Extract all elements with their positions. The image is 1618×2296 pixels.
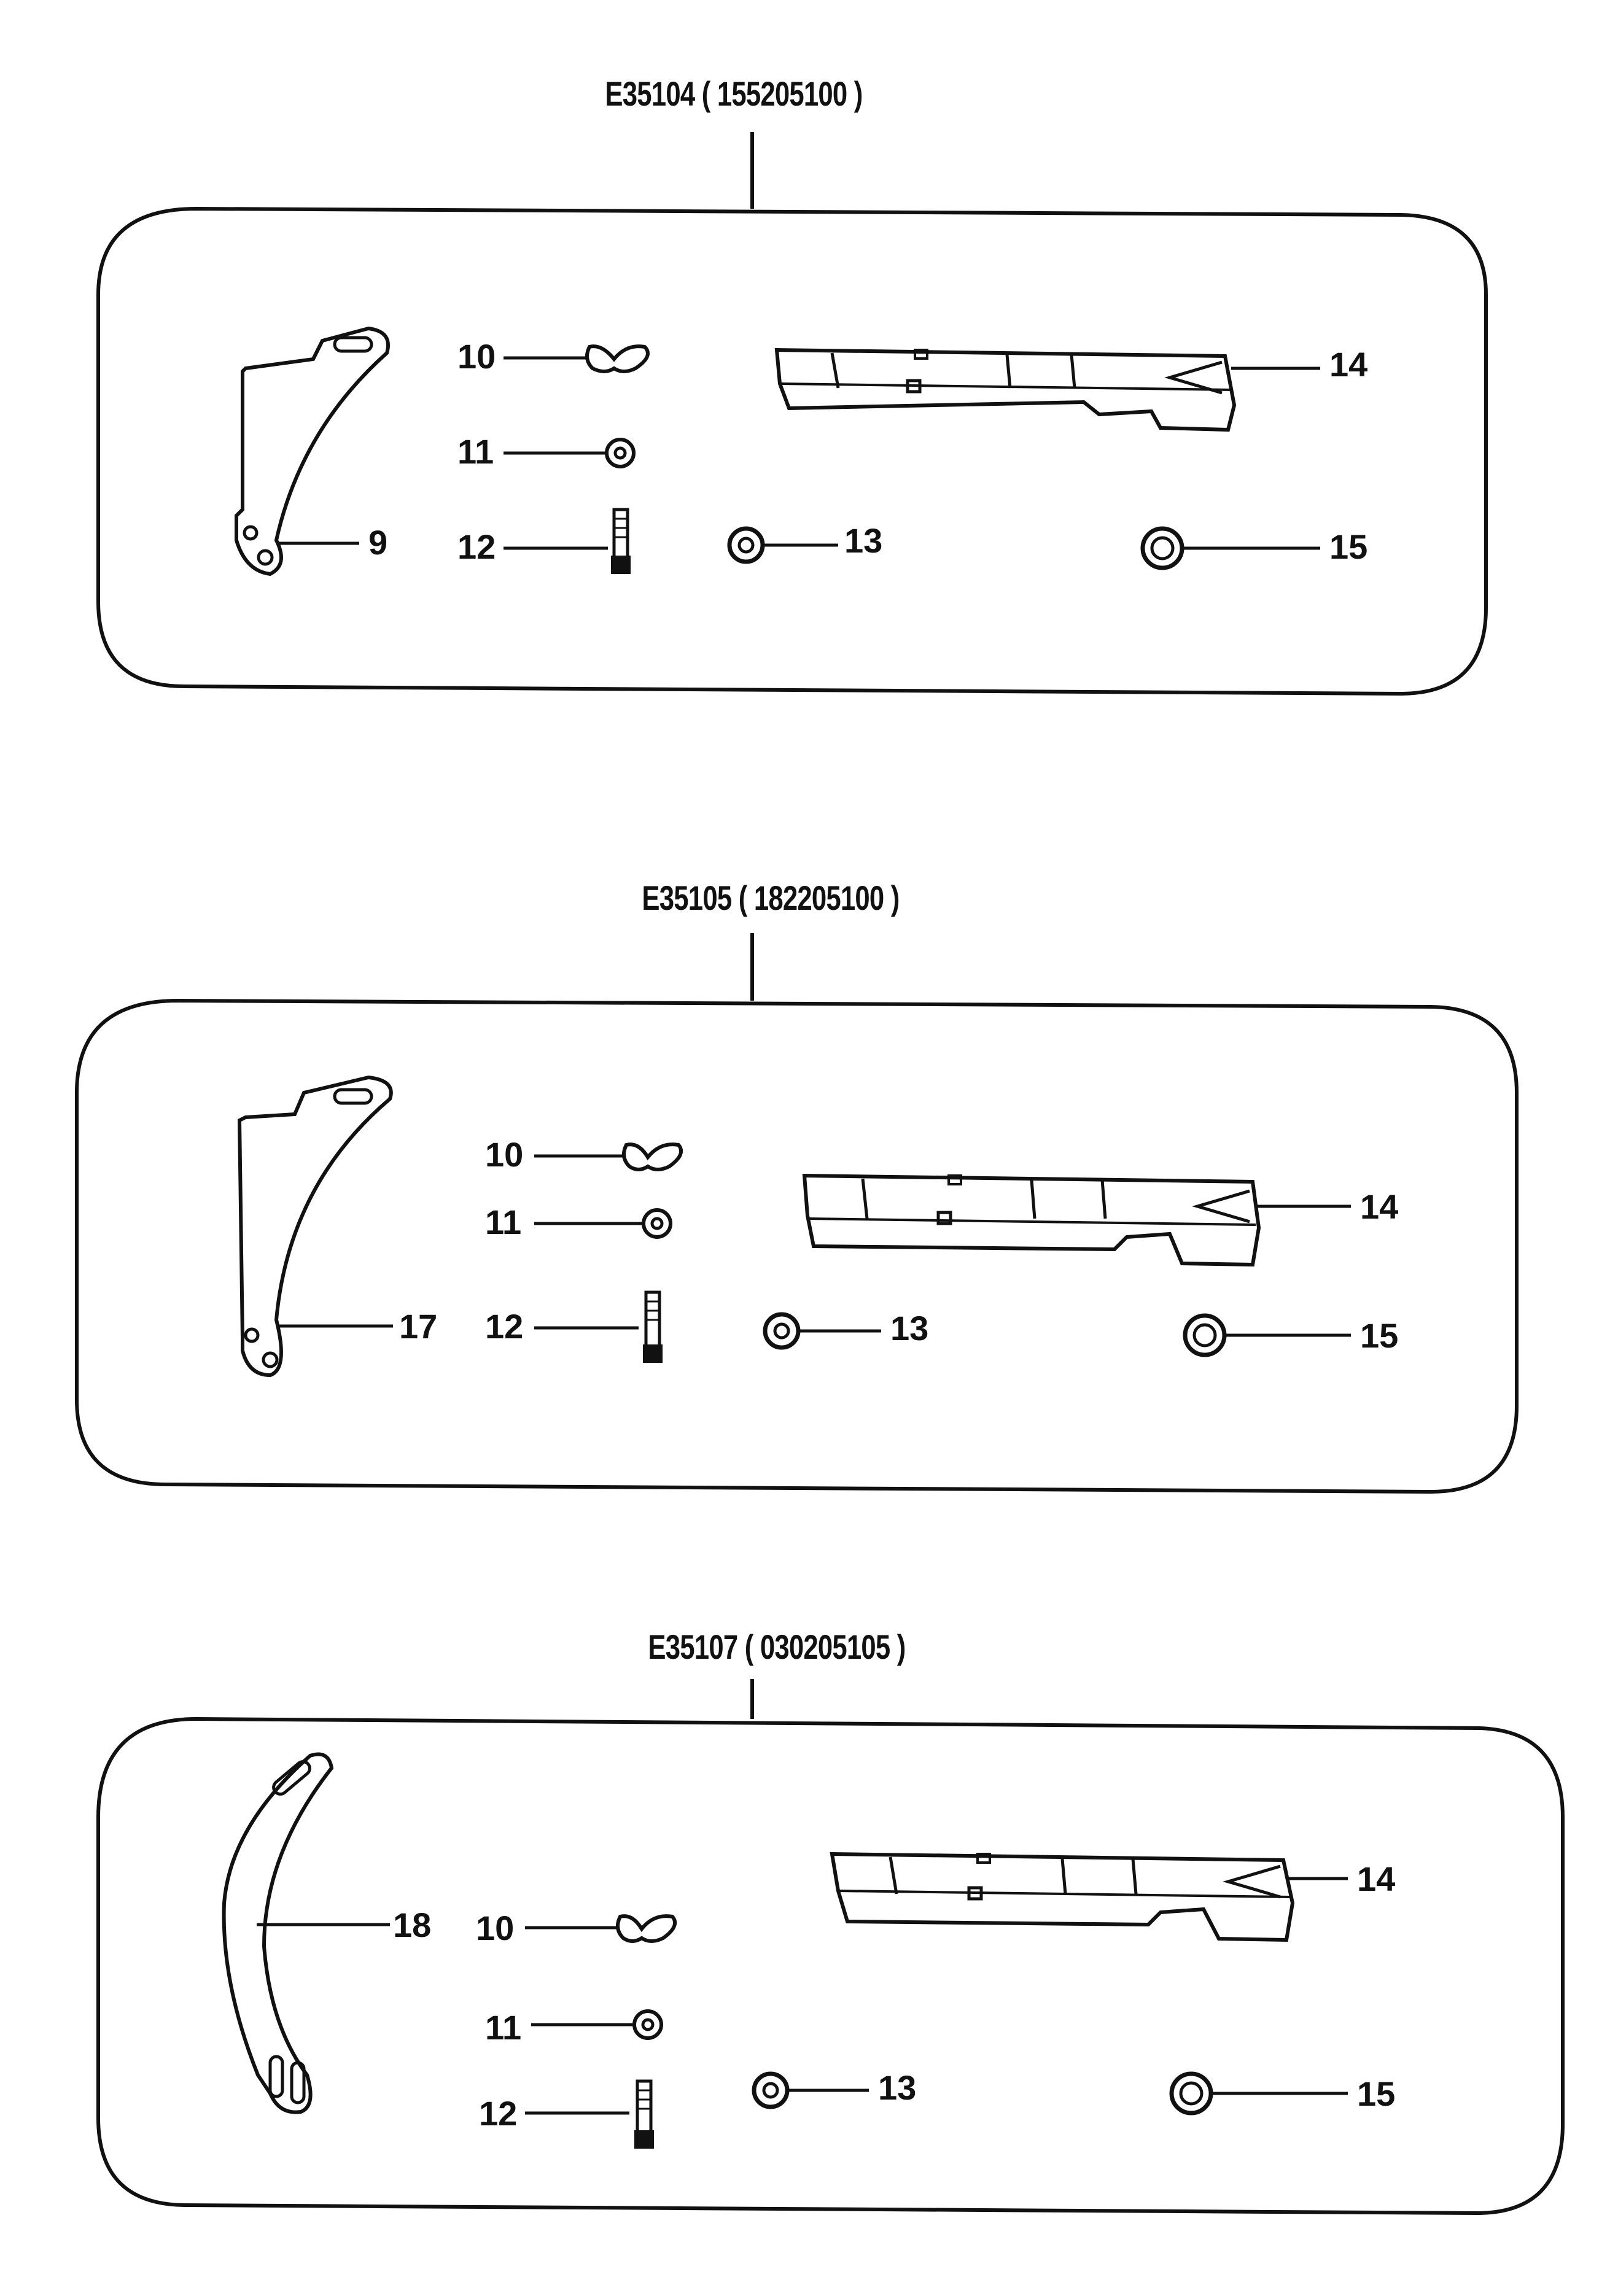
callout-11: 11 xyxy=(485,2008,521,2047)
callout-10: 10 xyxy=(476,1909,514,1947)
callout-12: 12 xyxy=(485,1307,523,1346)
bolt-icon xyxy=(611,508,631,574)
callout-11: 11 xyxy=(485,1203,521,1241)
assembly-2-title: E35105 ( 182205100 ) xyxy=(642,878,900,917)
guide-rail-part xyxy=(830,1852,1295,1942)
callout-9: 9 xyxy=(368,523,387,562)
callout-11: 11 xyxy=(457,432,494,471)
wing-nut-icon xyxy=(585,344,650,373)
callout-13: 13 xyxy=(890,1309,928,1348)
assembly-3-title: E35107 ( 030205105 ) xyxy=(648,1627,906,1666)
callout-17: 17 xyxy=(399,1307,437,1346)
washer-mid-icon xyxy=(752,2071,790,2109)
callout-14: 14 xyxy=(1329,345,1367,384)
callout-12: 12 xyxy=(479,2094,517,2133)
callout-15: 15 xyxy=(1357,2074,1395,2113)
bracket-part-17 xyxy=(237,1075,393,1378)
assembly-1: 9 10 11 12 13 xyxy=(96,132,1488,696)
assembly-3-frame xyxy=(96,1716,1565,2216)
callout-10: 10 xyxy=(485,1135,523,1174)
washer-mid-icon xyxy=(763,1312,801,1350)
guide-rail-part xyxy=(802,1173,1261,1267)
washer-large-icon xyxy=(1140,526,1184,570)
callout-13: 13 xyxy=(878,2068,916,2107)
washer-small-icon xyxy=(605,438,636,468)
washer-mid-icon xyxy=(727,526,765,564)
bolt-icon xyxy=(634,2079,654,2149)
assembly-3: 18 10 11 12 13 xyxy=(96,1679,1565,2216)
assembly-2: 17 10 11 12 13 xyxy=(75,933,1519,1494)
callout-18: 18 xyxy=(393,1906,431,1944)
callout-12: 12 xyxy=(457,527,496,566)
wing-nut-icon xyxy=(622,1142,683,1171)
bracket-part-9 xyxy=(235,326,390,576)
washer-large-icon xyxy=(1169,2071,1213,2116)
callout-15: 15 xyxy=(1329,527,1367,566)
wing-nut-icon xyxy=(616,1914,677,1943)
callout-14: 14 xyxy=(1360,1187,1398,1226)
callout-10: 10 xyxy=(457,337,496,376)
guide-rail-part xyxy=(774,347,1237,432)
callout-15: 15 xyxy=(1360,1316,1398,1355)
washer-large-icon xyxy=(1183,1313,1227,1357)
assembly-1-title: E35104 ( 155205100 ) xyxy=(605,74,863,113)
bracket-part-18 xyxy=(222,1752,334,2114)
callout-13: 13 xyxy=(844,521,882,560)
callout-14: 14 xyxy=(1357,1860,1395,1898)
bolt-icon xyxy=(643,1290,663,1363)
assembly-1-frame xyxy=(96,206,1488,696)
washer-small-icon xyxy=(642,1208,672,1239)
washer-small-icon xyxy=(632,2009,663,2040)
assembly-2-frame xyxy=(75,998,1519,1494)
